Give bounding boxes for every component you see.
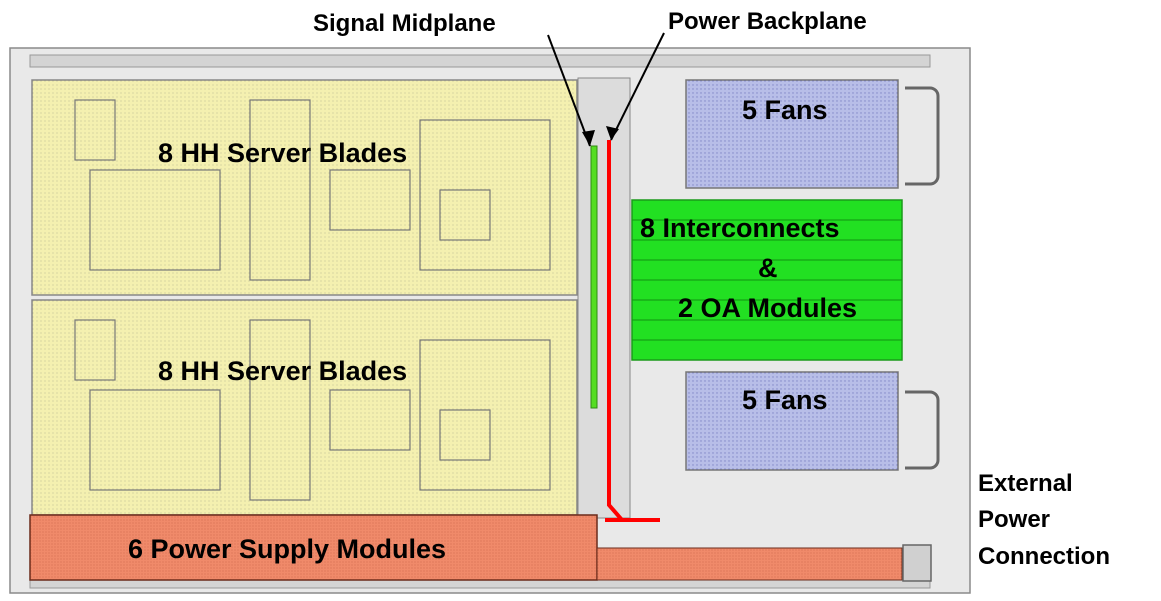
fan-handle-bottom [905, 390, 940, 470]
fan-handle-top [905, 86, 940, 186]
interconnect-bays [632, 219, 902, 341]
power-supply-label: 6 Power Supply Modules [128, 534, 447, 564]
interconnects-label-1: 8 Interconnects [640, 213, 840, 243]
midplane-frame [577, 77, 631, 519]
external-power-label-3: Connection [978, 543, 1110, 570]
signal-midplane-label: Signal Midplane [313, 10, 496, 37]
interconnects-label-3: 2 OA Modules [678, 293, 858, 323]
power-backplane-label: Power Backplane [668, 8, 867, 35]
signal-midplane-arrow [547, 34, 591, 147]
power-backplane-line [605, 140, 660, 522]
power-backplane-arrow [610, 32, 665, 141]
interconnects-label-2: & [758, 253, 778, 283]
blades-bottom-components [74, 319, 551, 501]
blades-bottom-label: 8 HH Server Blades [158, 356, 408, 386]
external-power-label-1: External [978, 470, 1073, 497]
external-power-label-2: Power [978, 506, 1051, 533]
blades-top-components [74, 99, 551, 281]
fans-top-label: 5 Fans [742, 95, 828, 125]
external-power-connector [902, 544, 932, 582]
fans-bottom-label: 5 Fans [742, 385, 828, 415]
blades-top-detail [32, 80, 577, 295]
blades-bottom-detail [32, 300, 577, 515]
signal-midplane-bar [590, 145, 598, 409]
chassis-top-rail [29, 54, 931, 68]
blades-top-label: 8 HH Server Blades [158, 138, 408, 168]
